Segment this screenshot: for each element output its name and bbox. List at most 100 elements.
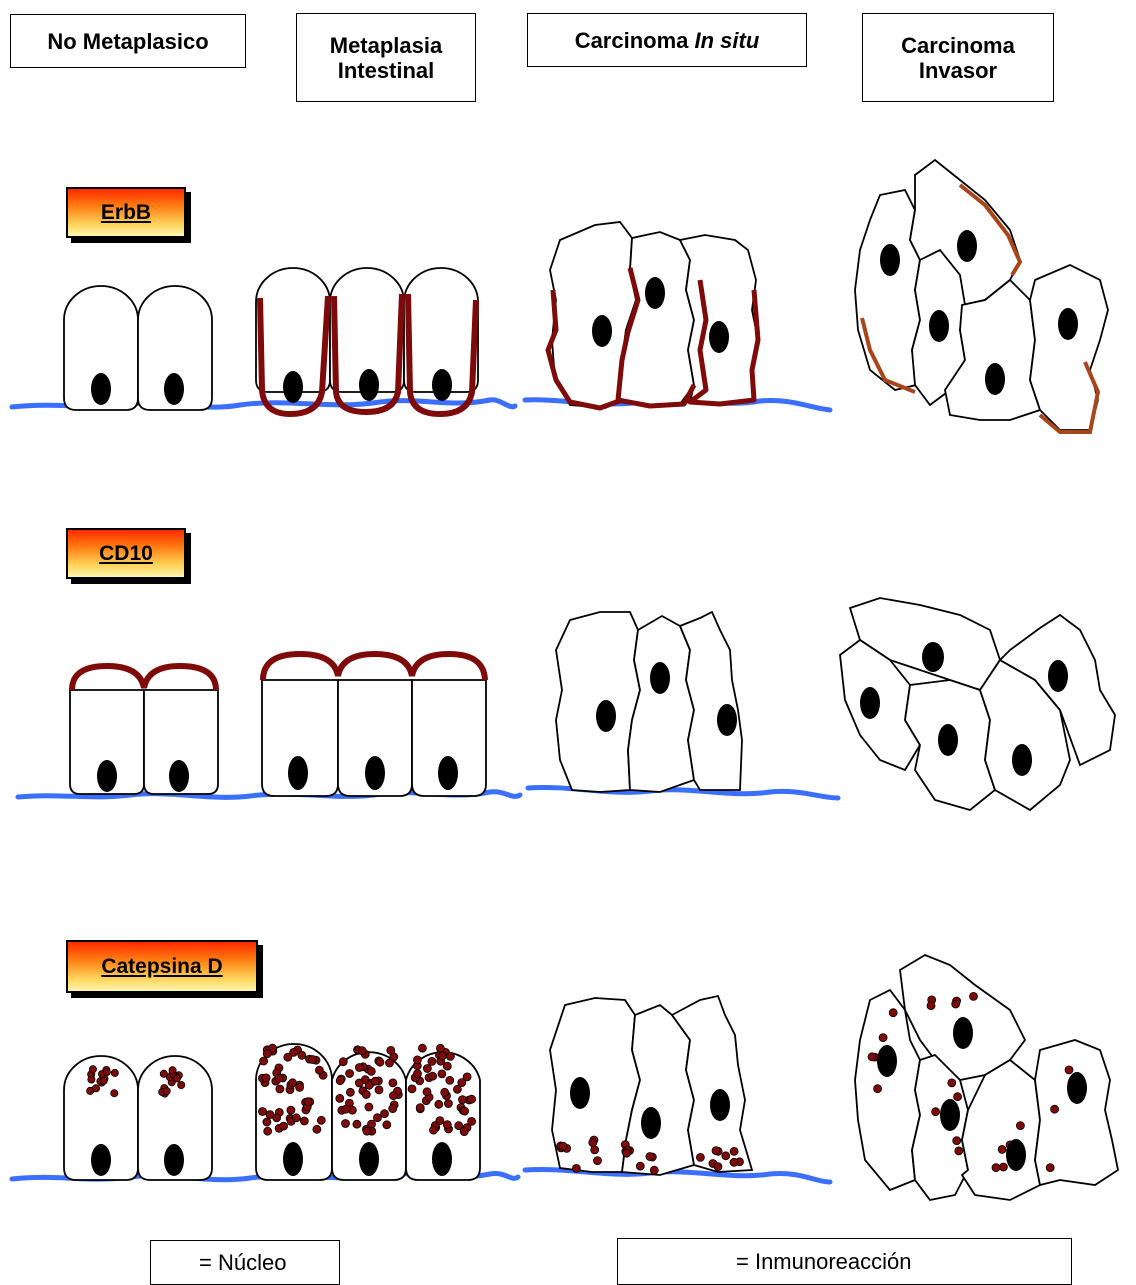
cells-row1-no-metaplasico [64,286,212,410]
granule [889,1009,897,1017]
granule [722,1152,730,1160]
granule [276,1085,284,1093]
granule [304,1098,312,1106]
granule [650,1166,658,1174]
granule [362,1091,370,1099]
granule [346,1088,354,1096]
granule [169,1067,176,1074]
granule [355,1064,363,1072]
granule [178,1081,185,1088]
granule [955,1147,963,1155]
legend-reaction-text: = Inmunoreacción [736,1249,912,1275]
reaction-row2-no-metaplasico [72,666,216,690]
granule [336,1077,344,1085]
granule [428,1057,436,1065]
granule [263,1118,271,1126]
granule [88,1076,95,1083]
granule [589,1139,597,1147]
granule [868,1053,876,1061]
granule [264,1127,272,1135]
granule [459,1096,467,1104]
granule [952,1000,960,1008]
granule [111,1069,118,1076]
granule [292,1114,300,1122]
granule [300,1117,308,1125]
granule [173,1075,180,1082]
granule [275,1074,283,1082]
granule [646,1153,654,1161]
granule [953,1137,961,1145]
granule [289,1079,297,1087]
granule [999,1163,1007,1171]
legend-reaction: = Inmunoreacción [617,1238,1072,1285]
granule [443,1062,451,1070]
granule [92,1085,99,1092]
granule [387,1046,395,1054]
granule [418,1044,426,1052]
granule [296,1083,304,1091]
granule [439,1052,447,1060]
granule [160,1070,167,1077]
granule [313,1125,321,1133]
granule [572,1164,580,1172]
granule [408,1085,416,1093]
granule [435,1100,443,1108]
granule [103,1069,110,1076]
granule [874,1085,882,1093]
cells-row2-invasor [840,598,1115,810]
basement-membrane-row3-b [525,1169,830,1182]
granule [342,1105,350,1113]
granule [438,1070,446,1078]
granule [371,1077,379,1085]
granule [263,1050,271,1058]
granule [358,1047,366,1055]
granule [284,1053,292,1061]
granule [441,1088,449,1096]
granule [389,1105,397,1113]
granule [355,1079,363,1087]
granule [1051,1105,1059,1113]
granule [339,1058,347,1066]
granule [461,1107,469,1115]
granule [712,1147,720,1155]
granule [463,1073,471,1081]
granule [591,1146,599,1154]
granule [992,1164,1000,1172]
granule [381,1110,389,1118]
granule [111,1090,118,1097]
granule [1065,1066,1073,1074]
granule [259,1108,267,1116]
granule [460,1128,468,1136]
granule [373,1114,381,1122]
granule [100,1077,107,1084]
granule [260,1057,268,1065]
granule [273,1114,281,1122]
granule [954,1093,962,1101]
granule [353,1120,361,1128]
granule [317,1116,325,1124]
granule [446,1076,454,1084]
granule [927,1002,935,1010]
granule [375,1086,383,1094]
granule [430,1126,438,1134]
cells-row1-in-situ [550,222,758,408]
granule [365,1103,373,1111]
granule [1046,1164,1054,1172]
granule [623,1149,631,1157]
granule [89,1066,96,1073]
granule [948,1079,956,1087]
granule [383,1121,391,1129]
granule [413,1056,421,1064]
granule [336,1094,344,1102]
granule [446,1052,454,1060]
granule [315,1066,323,1074]
granule [423,1088,431,1096]
granule [414,1070,422,1078]
cells-row2-no-metaplasico [70,690,218,794]
cells-row3-no-metaplasico [64,1056,212,1180]
granule [696,1153,704,1161]
granule [436,1117,444,1125]
granule [389,1092,397,1100]
granule [429,1072,437,1080]
